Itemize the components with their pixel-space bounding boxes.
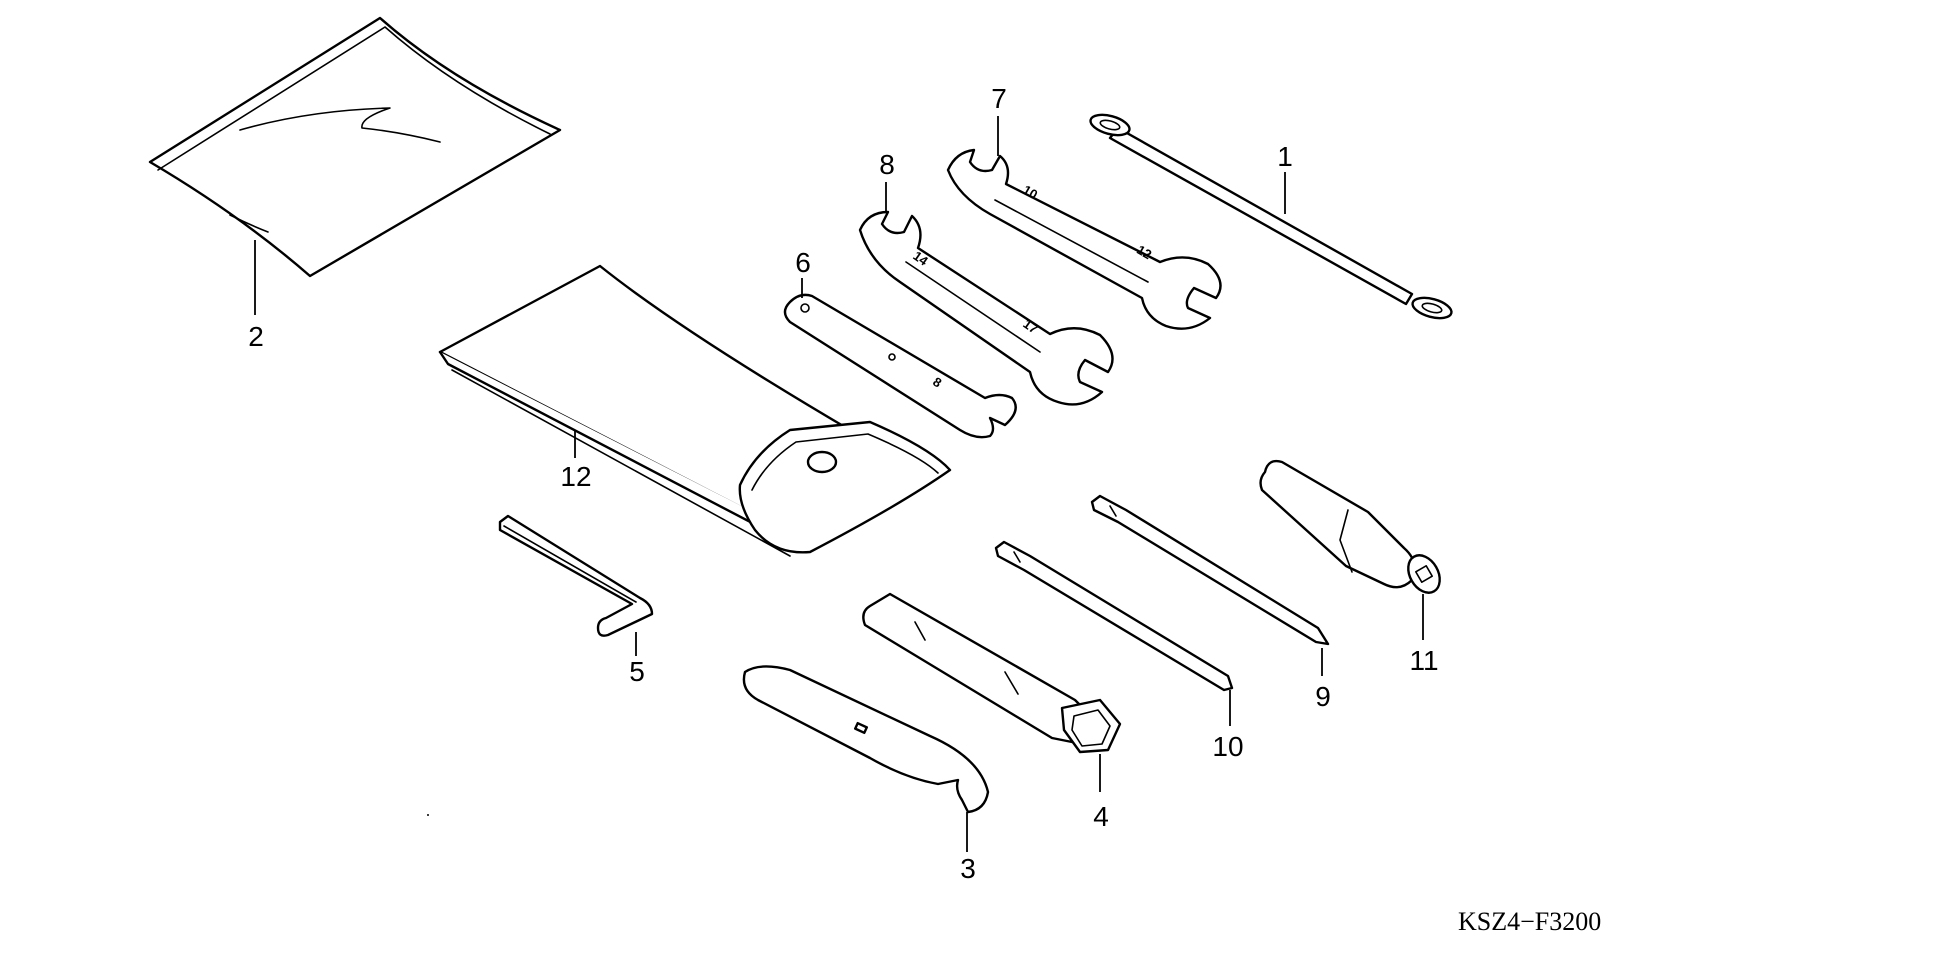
part-2-tool-bag[interactable] xyxy=(148,16,562,278)
part-6-flat-wrench[interactable]: 8 xyxy=(783,293,1017,439)
callout-10: 10 xyxy=(1212,731,1243,762)
callout-12: 12 xyxy=(560,461,591,492)
callout-4: 4 xyxy=(1093,801,1109,832)
part-12-tool-roll[interactable] xyxy=(438,264,952,557)
callout-2: 2 xyxy=(248,321,264,352)
part-7-open-wrench-10x12[interactable]: 10 12 xyxy=(946,148,1222,330)
part-1-extension-bar[interactable] xyxy=(1088,111,1453,322)
callout-7: 7 xyxy=(991,83,1007,114)
part-5-hex-key[interactable] xyxy=(498,514,654,637)
wrench-7-size-small: 10 xyxy=(1020,182,1040,202)
wrench-7-size-large: 12 xyxy=(1134,242,1154,262)
callout-11: 11 xyxy=(1409,645,1438,676)
part-9-phillips-screwdriver[interactable] xyxy=(1090,494,1330,646)
callout-3: 3 xyxy=(960,853,976,884)
callout-1: 1 xyxy=(1277,141,1293,172)
part-11-screwdriver-handle[interactable] xyxy=(1259,459,1447,598)
part-8-open-wrench-14x17[interactable]: 14 17 xyxy=(858,210,1114,406)
wrench-8-size-large: 17 xyxy=(1020,316,1040,337)
callout-9: 9 xyxy=(1315,681,1331,712)
stray-mark xyxy=(427,814,429,816)
part-10-screwdriver[interactable] xyxy=(994,540,1234,692)
drawing-code: KSZ4−F3200 xyxy=(1458,907,1601,936)
part-3-hook-spanner[interactable] xyxy=(742,665,990,814)
callout-6: 6 xyxy=(795,247,811,278)
callout-8: 8 xyxy=(879,149,895,180)
part-4-plug-wrench[interactable] xyxy=(862,592,1122,754)
callout-5: 5 xyxy=(629,656,645,687)
